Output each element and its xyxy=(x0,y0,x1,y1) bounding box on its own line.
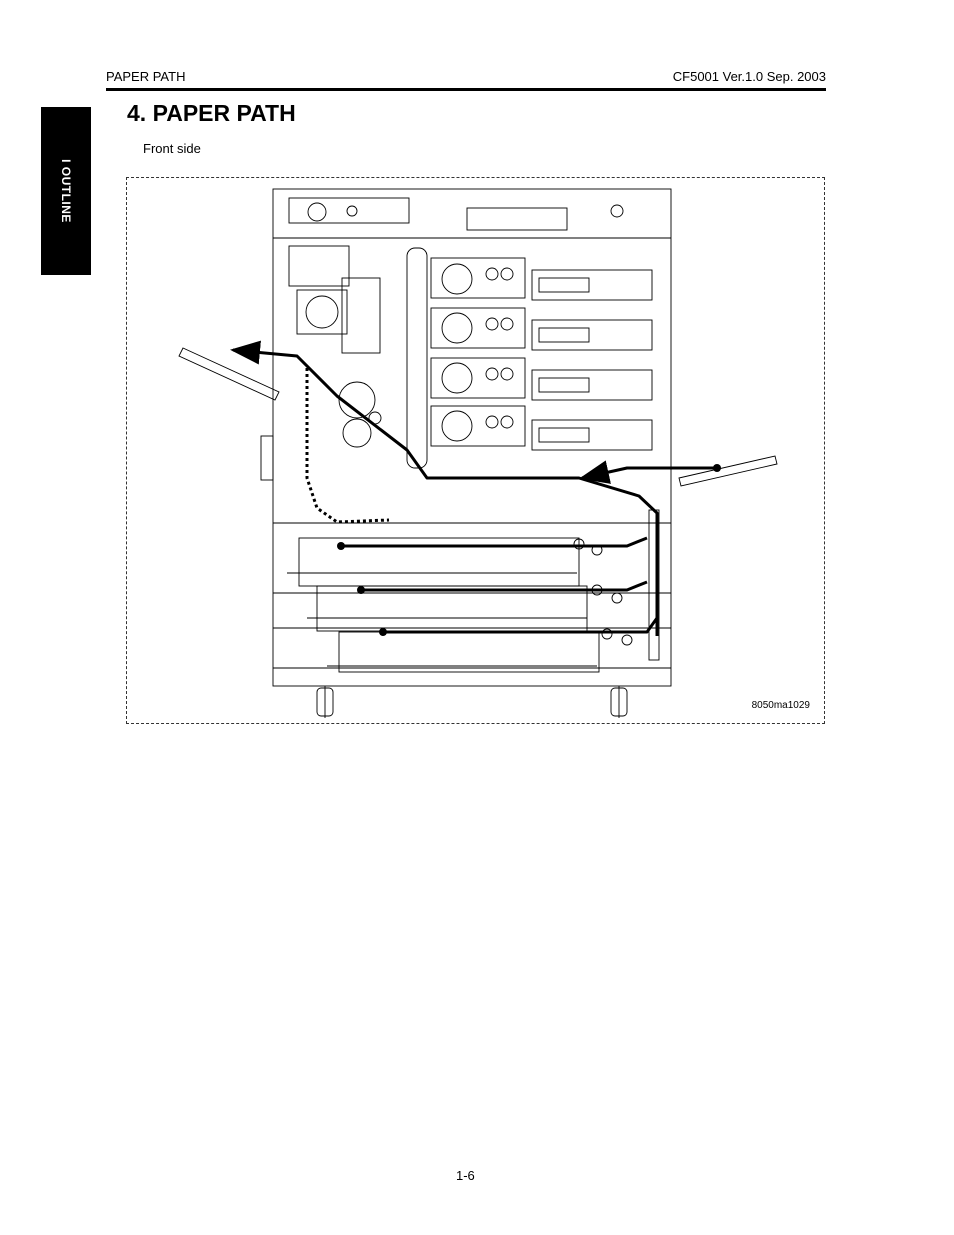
paper-path-diagram xyxy=(178,188,778,718)
drum-2 xyxy=(441,312,473,344)
paper-path-bypass xyxy=(579,460,717,484)
paper-path-drawer-1 xyxy=(341,536,648,548)
paper-path-duplex xyxy=(305,368,390,524)
fuser-roller xyxy=(338,381,376,419)
figure-caption: Front side xyxy=(143,141,201,156)
chapter-tab: I OUTLINE xyxy=(41,107,91,275)
toner-2 xyxy=(531,319,653,351)
header-rule xyxy=(106,88,826,91)
drum-4 xyxy=(441,410,473,442)
drum-3 xyxy=(441,362,473,394)
page-title: 4. PAPER PATH xyxy=(127,100,296,126)
running-header-doc: CF5001 Ver.1.0 Sep. 2003 xyxy=(672,69,826,84)
toner-4 xyxy=(531,419,653,451)
drum-1 xyxy=(441,263,473,295)
running-header-section: PAPER PATH xyxy=(106,69,186,84)
paper-path-main xyxy=(230,340,659,636)
exit-tray-left xyxy=(178,347,280,401)
paper-path-figure: 8050ma1029 xyxy=(126,177,825,724)
figure-id: 8050ma1029 xyxy=(751,700,810,711)
paper-path-drawer-3 xyxy=(383,617,659,634)
machine-body xyxy=(272,188,672,687)
paper-path-drawer-2 xyxy=(361,580,648,592)
page-number: 1-6 xyxy=(456,1168,475,1183)
bypass-tray xyxy=(678,455,778,487)
toner-3 xyxy=(531,369,653,401)
chapter-tab-label: I OUTLINE xyxy=(59,159,73,223)
toner-1 xyxy=(531,269,653,301)
